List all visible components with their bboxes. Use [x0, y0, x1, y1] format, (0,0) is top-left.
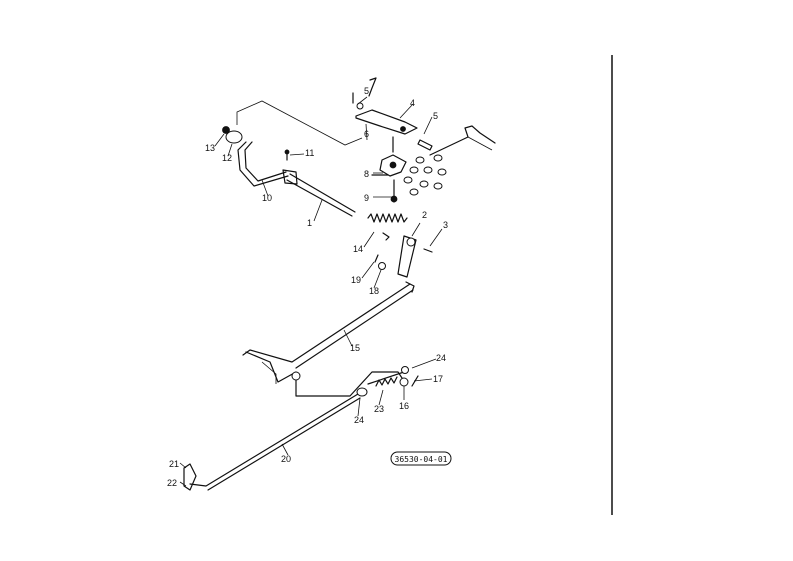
- label-part-4: 4: [410, 98, 415, 108]
- label-part-19: 19: [351, 275, 361, 285]
- rod-23-spring: [375, 376, 398, 387]
- label-part-1: 1: [307, 218, 312, 228]
- upper-cable-line: [236, 100, 363, 146]
- label-part-16: 16: [399, 401, 409, 411]
- label-part-22: 22: [167, 478, 177, 488]
- reference-code-badge: [390, 451, 452, 466]
- label-part-21: 21: [169, 459, 179, 469]
- pin-upper-head: [368, 77, 377, 97]
- washer-24-top: [401, 366, 409, 374]
- bracket-plate: [355, 109, 418, 135]
- label-part-13: 13: [205, 143, 215, 153]
- washer-upper: [356, 102, 364, 110]
- label-part-9: 9: [364, 193, 369, 203]
- lever-pivot: [406, 237, 416, 247]
- spring: [367, 213, 408, 223]
- label-part-24-top: 24: [436, 353, 446, 363]
- shaft-left-block: [282, 169, 298, 185]
- pivot-hole: [389, 161, 397, 169]
- label-part-14: 14: [353, 244, 363, 254]
- rod-20-end-washer: [356, 387, 368, 397]
- pin-6: [417, 139, 433, 151]
- rod-20-end-fork: [183, 463, 197, 491]
- washer-18: [378, 262, 386, 270]
- rod-knob-end: [222, 126, 230, 134]
- bolt-9-nut: [390, 195, 398, 203]
- label-part-10: 10: [262, 193, 272, 203]
- label-part-18: 18: [369, 286, 379, 296]
- label-part-2: 2: [422, 210, 427, 220]
- lower-bracket-nut: [291, 371, 301, 381]
- lower-bracket: [245, 351, 403, 397]
- left-bent-rod-inner: [244, 141, 287, 182]
- main-shaft: [289, 173, 356, 213]
- label-part-5-top: 5: [364, 86, 369, 96]
- pin-19: [374, 254, 379, 263]
- label-part-12: 12: [222, 153, 232, 163]
- label-part-8: 8: [364, 169, 369, 179]
- washer-16: [399, 377, 409, 387]
- spring-hook: [382, 232, 390, 241]
- long-rod-20: [189, 393, 359, 487]
- long-rod-20-inner: [207, 397, 361, 491]
- label-part-5-right: 5: [433, 111, 438, 121]
- lower-bracket-inner: [261, 361, 277, 384]
- main-shaft-lower: [286, 179, 353, 217]
- label-part-15: 15: [350, 343, 360, 353]
- label-part-20: 20: [281, 454, 291, 464]
- reference-code: 36530-04-01: [395, 455, 448, 464]
- label-part-6: 6: [364, 129, 369, 139]
- pin-11-head: [284, 149, 290, 155]
- rod-15-end: [405, 281, 415, 293]
- rod-knob: [225, 130, 243, 144]
- label-part-3: 3: [443, 220, 448, 230]
- label-part-11: 11: [305, 148, 314, 158]
- left-bent-rod: [237, 141, 289, 187]
- label-part-24-bottom: 24: [354, 415, 364, 425]
- leader-lines: [179, 96, 443, 487]
- washer-cluster: [403, 154, 447, 196]
- label-part-23: 23: [374, 404, 384, 414]
- pivot-block: [379, 154, 407, 177]
- label-part-17: 17: [433, 374, 443, 384]
- pin-3: [423, 248, 433, 253]
- bracket-hole: [400, 126, 406, 132]
- rod-23: [367, 371, 405, 385]
- upper-pedal-arm: [429, 125, 496, 156]
- upper-pedal-arm-shadow: [467, 136, 493, 151]
- long-rod-15: [242, 283, 411, 363]
- long-rod-15-inner: [295, 289, 414, 369]
